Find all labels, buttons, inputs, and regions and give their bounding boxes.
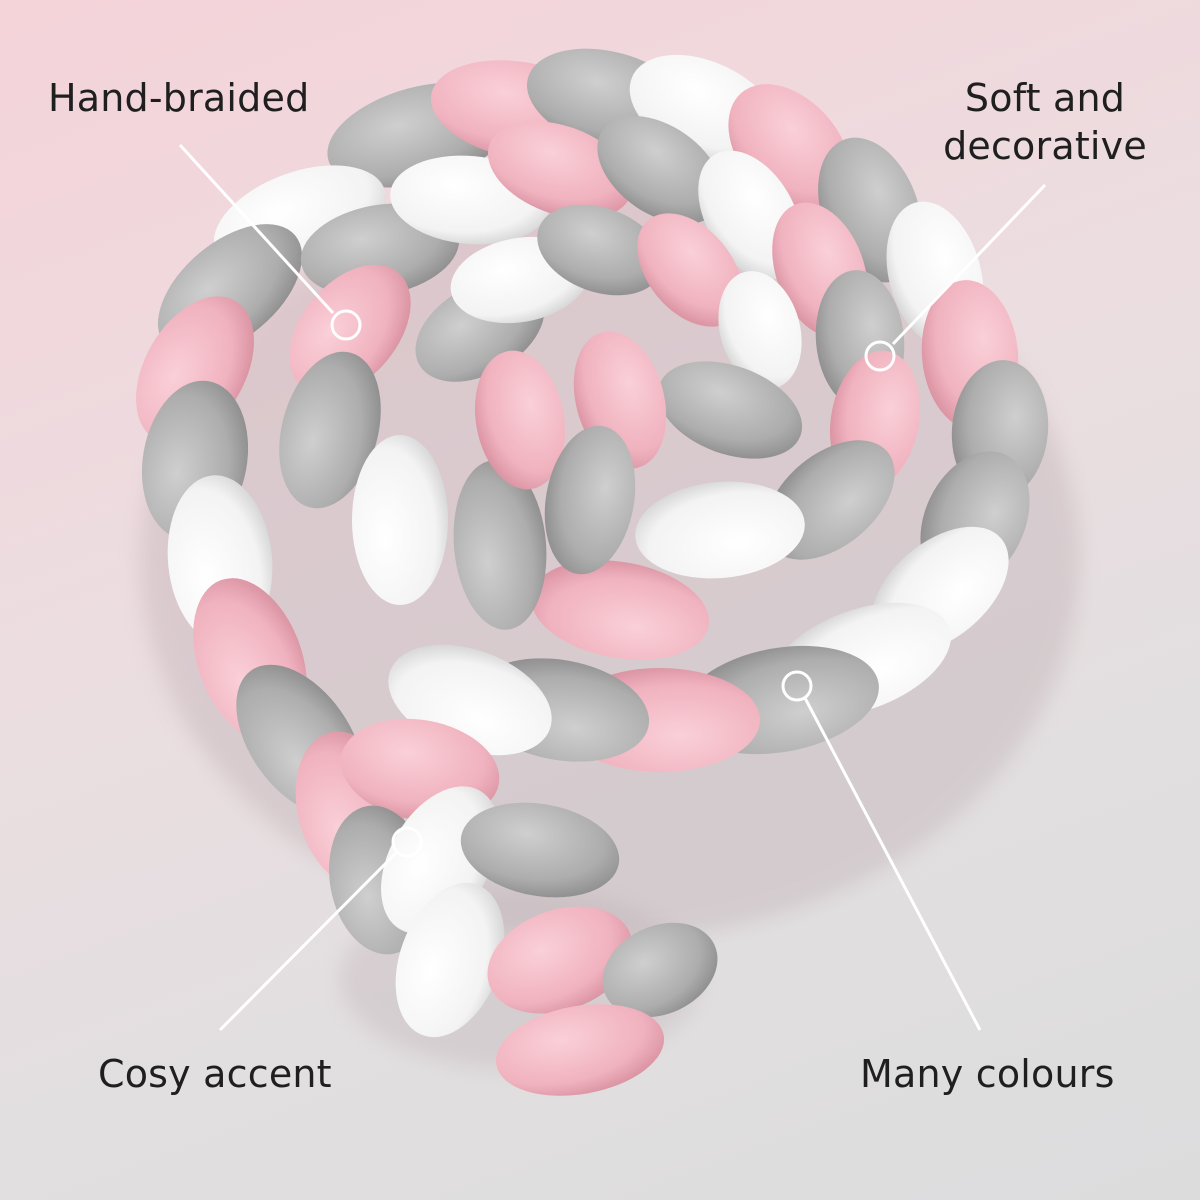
- braid-center: [415, 204, 803, 575]
- label-soft-line2: decorative: [943, 124, 1147, 168]
- callout-many-colours: [781, 670, 982, 1031]
- callout-cosy-accent: [218, 826, 423, 1032]
- label-hand-braided: Hand-braided: [48, 76, 310, 120]
- label-cosy-accent: Cosy accent: [98, 1052, 332, 1096]
- label-soft-line1: Soft and: [964, 76, 1126, 120]
- callout-hand-braided: [178, 143, 362, 341]
- label-soft-decorative: Soft and decorative: [920, 74, 1170, 170]
- braid-tail: [295, 718, 718, 1096]
- label-many-colours: Many colours: [860, 1052, 1115, 1096]
- callout-soft-decorative: [864, 183, 1047, 372]
- braid-inner-ring: [279, 116, 921, 660]
